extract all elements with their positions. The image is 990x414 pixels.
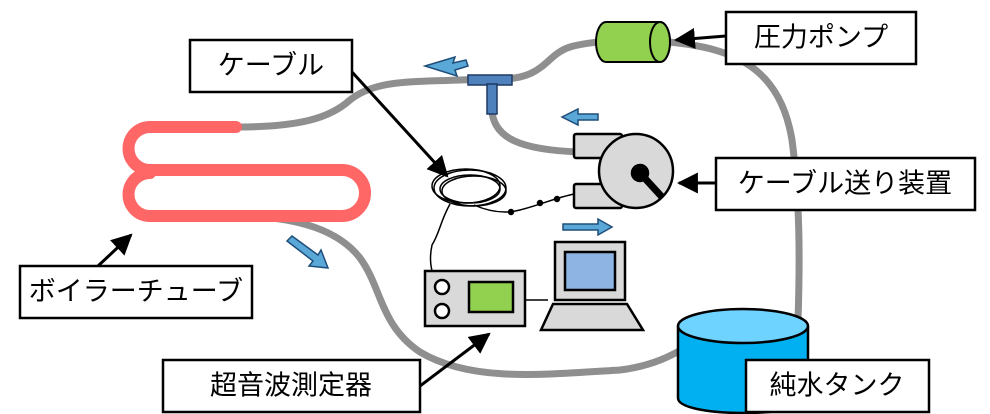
flow-arrow-monitor-right [562,217,614,237]
label-ultrasonic-meter-text: 超音波測定器 [210,371,372,402]
label-boiler-tube-text: ボイラーチューブ [29,277,243,308]
label-pressure-pump-text: 圧力ポンプ [754,23,888,54]
boiler-tube [122,121,371,222]
label-pressure-pump: 圧力ポンプ [724,10,918,66]
cable-feeder-device [572,132,675,210]
ultrasonic-meter-device [423,269,548,328]
pipe-tee-to-feeder [488,86,584,156]
coiled-cable [429,168,575,272]
label-cable-feeder-text: ケーブル送り装置 [738,169,952,200]
pipe-tee-to-pump [496,38,602,83]
pipe-boiler-to-tank [232,212,694,378]
tee-fitting [467,74,513,115]
flow-arrow-boiler-down [285,235,330,269]
label-pointers [96,28,727,388]
flow-arrow-feeder-left [560,107,599,127]
flow-arrow-top-left [422,55,469,78]
pipe-pump-to-tank [664,38,803,324]
label-pure-water-tank-text: 純水タンク [770,371,905,402]
flow-arrows [285,55,614,269]
label-ultrasonic-meter: 超音波測定器 [161,358,422,414]
label-boiler-tube: ボイラーチューブ [18,264,254,320]
pointer-pump [673,28,727,49]
computer [539,240,646,332]
pressure-pump [595,21,671,63]
label-pure-water-tank: 純水タンク [744,358,931,414]
pipe-boiler-to-tee [232,75,494,131]
pointer-boiler [96,233,133,268]
label-cable: ケーブル [188,38,354,94]
pointer-meter [419,332,491,388]
pointer-cable [350,70,449,178]
label-cable-feeder: ケーブル送り装置 [714,156,977,212]
label-cable-text: ケーブル [218,51,324,82]
